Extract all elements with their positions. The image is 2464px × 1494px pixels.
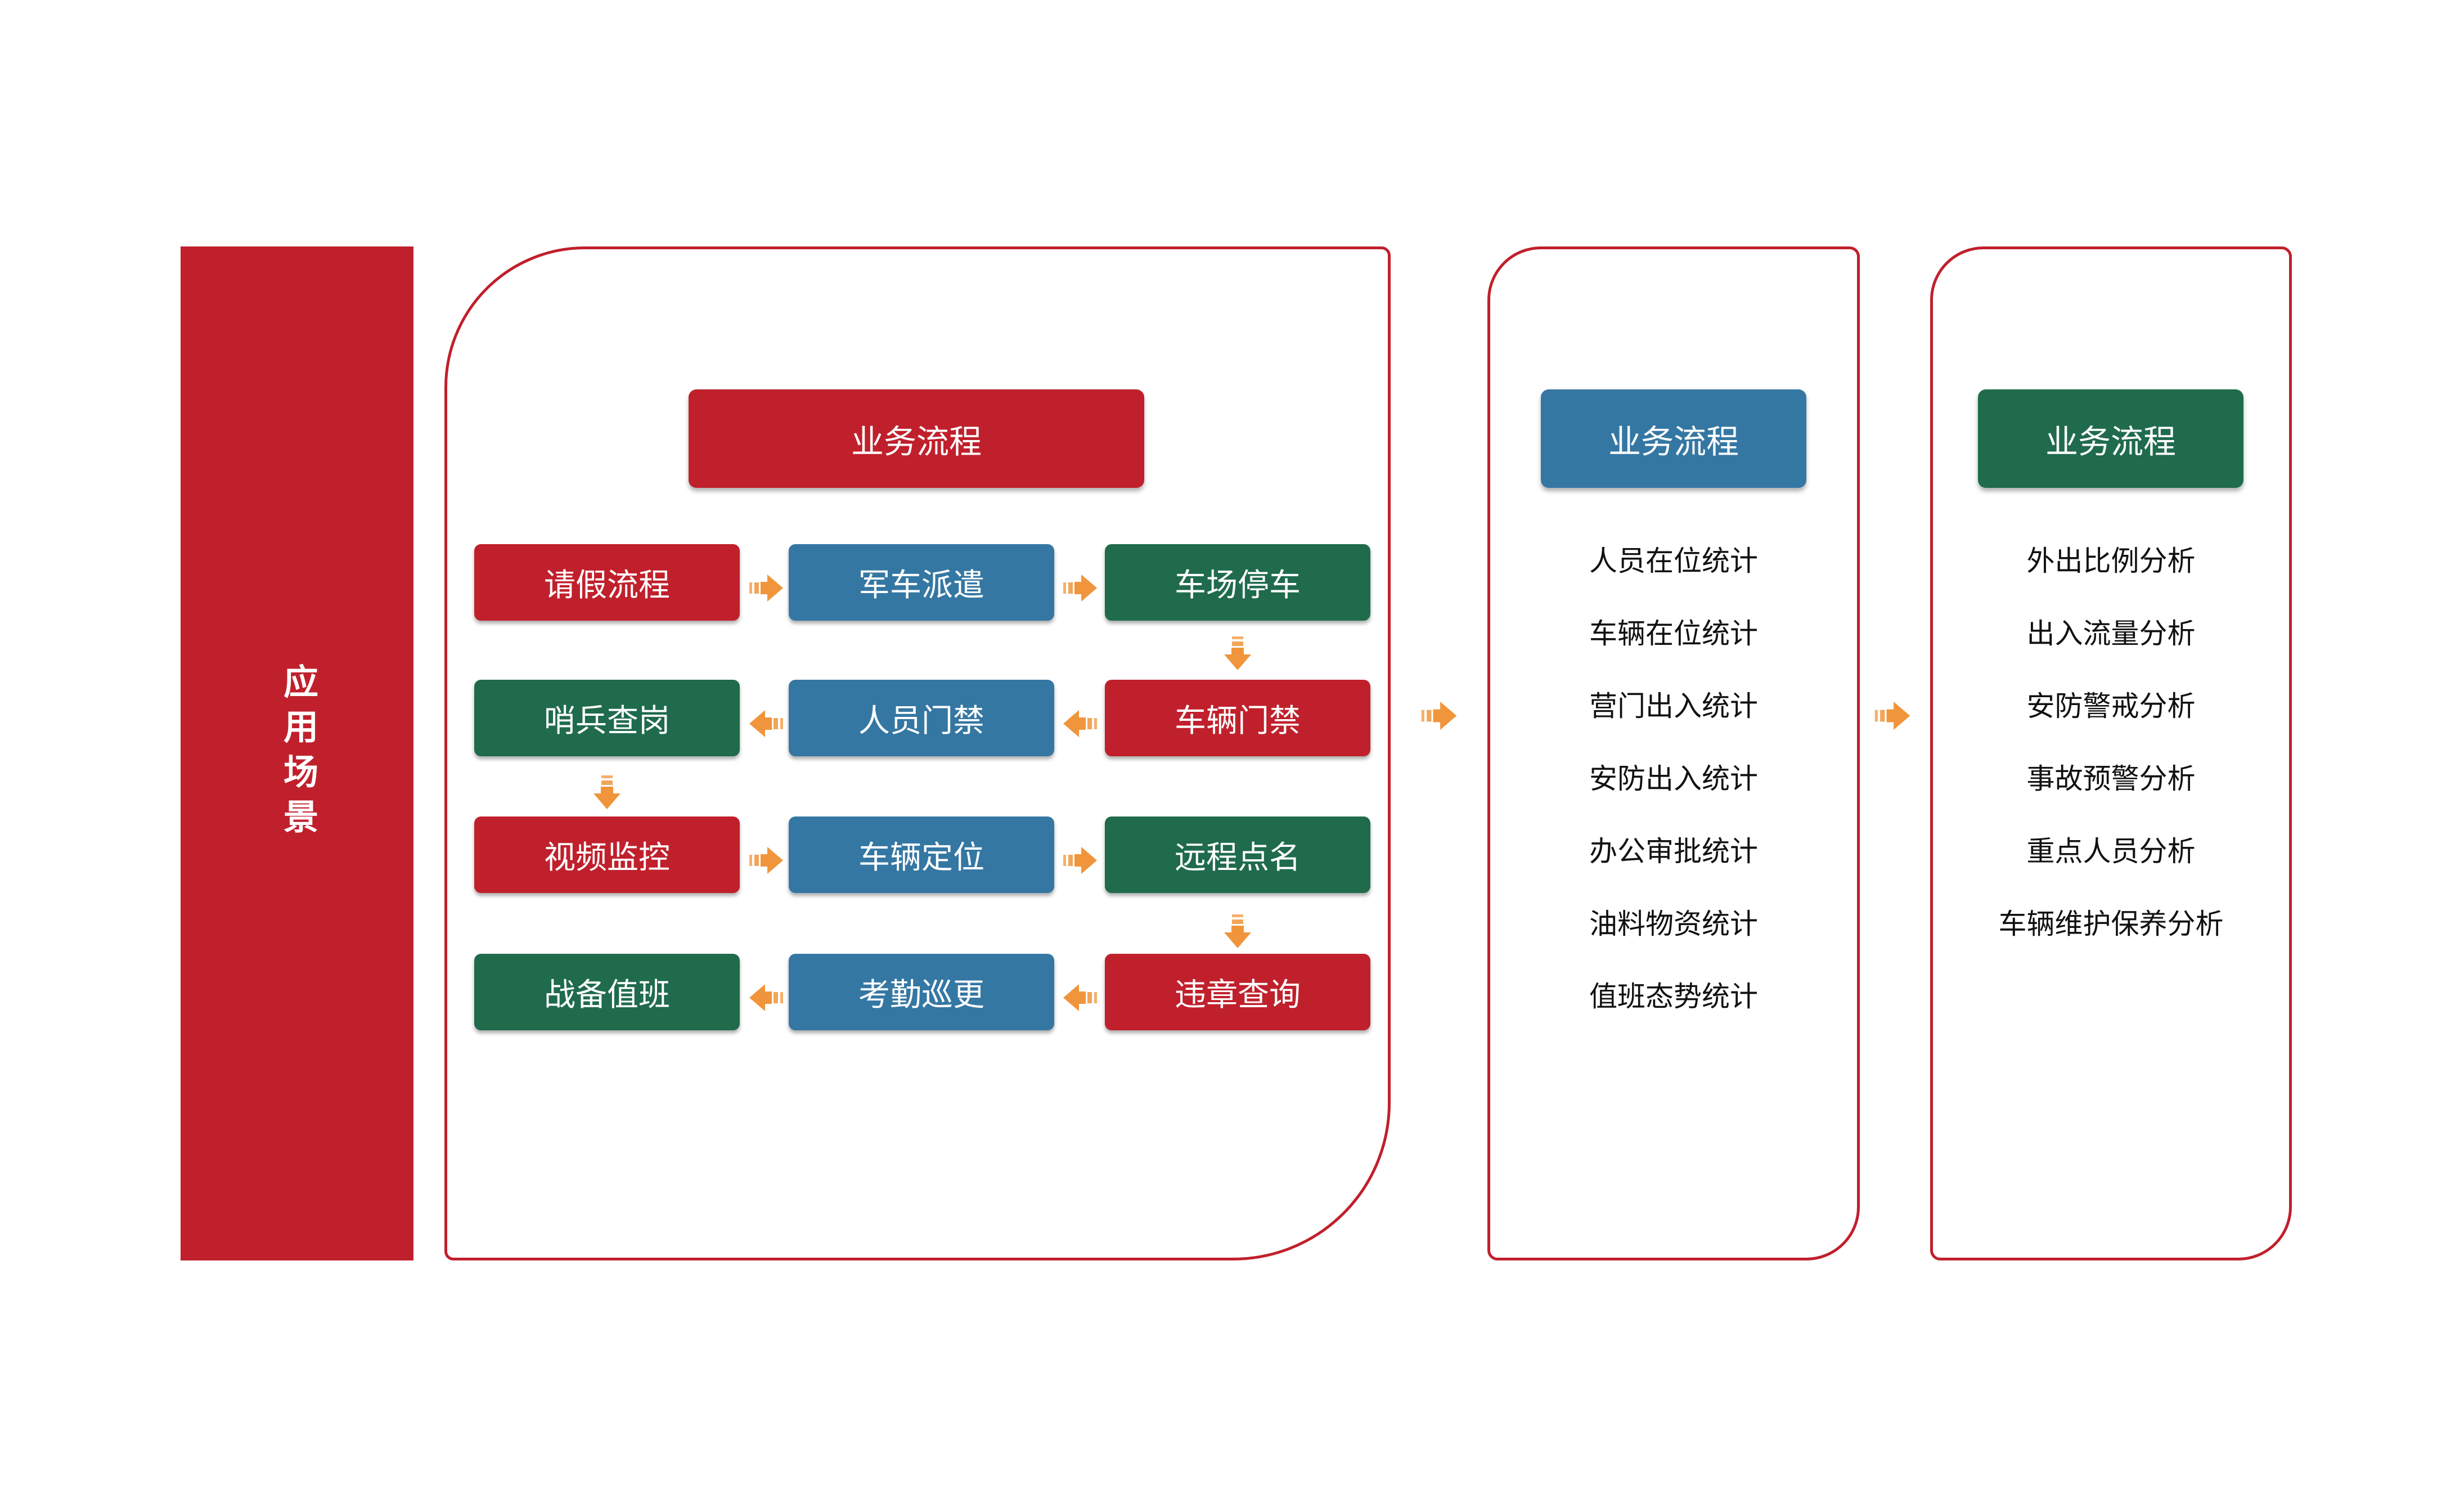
list-item: 办公审批统计 <box>1589 836 1758 867</box>
flow-box-label: 考勤巡更 <box>858 976 984 1012</box>
application-scenarios-title: 应用场景 <box>278 663 317 844</box>
flow-arrow-left-icon <box>1063 710 1097 737</box>
flow-box-label: 车辆门禁 <box>1175 702 1301 738</box>
list-item: 油料物资统计 <box>1589 908 1758 940</box>
panel-header: 业务流程 <box>1978 389 2243 488</box>
list-item: 值班态势统计 <box>1589 981 1758 1012</box>
flow-box-label: 人员门禁 <box>858 702 984 738</box>
list-item: 车辆在位统计 <box>1589 618 1758 649</box>
flow-box: 战备值班 <box>474 954 740 1030</box>
panel-header-label: 业务流程 <box>1608 423 1739 460</box>
flow-box-label: 军车派遣 <box>858 567 984 603</box>
flow-box-label: 车场停车 <box>1175 567 1301 603</box>
panel-header-label: 业务流程 <box>2045 423 2176 460</box>
flow-box: 请假流程 <box>474 544 740 621</box>
flow-box-label: 请假流程 <box>544 567 670 603</box>
flow-arrow-left-icon <box>749 710 783 737</box>
flow-arrow-down-icon <box>1224 636 1251 670</box>
flow-box: 车场停车 <box>1105 544 1370 621</box>
flow-box-label: 远程点名 <box>1175 839 1301 875</box>
flow-arrow-right-icon <box>749 847 783 874</box>
list-item: 外出比例分析 <box>2026 545 2196 577</box>
panel-header-label: 业务流程 <box>851 423 982 460</box>
statistics-list: 人员在位统计 车辆在位统计 营门出入统计 安防出入统计 办公审批统计 油料物资统… <box>1490 525 1857 1033</box>
flow-box: 考勤巡更 <box>789 954 1054 1030</box>
panel-header: 业务流程 <box>1541 389 1806 488</box>
flow-box-label: 战备值班 <box>544 976 670 1012</box>
panel-connector-arrow-icon <box>1874 702 1910 730</box>
analysis-panel: 业务流程 外出比例分析 出入流量分析 安防警戒分析 事故预警分析 重点人员分析 … <box>1930 246 2292 1260</box>
flow-box: 车辆门禁 <box>1105 680 1370 756</box>
flow-box: 视频监控 <box>474 816 740 893</box>
flow-box: 哨兵查岗 <box>474 680 740 756</box>
flow-box: 车辆定位 <box>789 816 1054 893</box>
flow-arrow-left-icon <box>749 984 783 1011</box>
list-item: 营门出入统计 <box>1589 690 1758 722</box>
flow-box-label: 违章查询 <box>1175 976 1301 1012</box>
flow-arrow-down-icon <box>593 775 621 809</box>
flow-box: 远程点名 <box>1105 816 1370 893</box>
panel-header: 业务流程 <box>689 389 1144 488</box>
flow-box: 人员门禁 <box>789 680 1054 756</box>
list-item: 安防出入统计 <box>1589 763 1758 795</box>
panel-connector-arrow-icon <box>1421 702 1457 730</box>
list-item: 安防警戒分析 <box>2026 690 2196 722</box>
list-item: 事故预警分析 <box>2026 763 2196 795</box>
list-item: 重点人员分析 <box>2026 836 2196 867</box>
flow-box-label: 哨兵查岗 <box>544 702 670 738</box>
flow-box: 违章查询 <box>1105 954 1370 1030</box>
flow-arrow-right-icon <box>1063 847 1097 874</box>
list-item: 出入流量分析 <box>2026 618 2196 649</box>
flow-arrow-right-icon <box>1063 575 1097 602</box>
business-process-panel: 业务流程 请假流程 军车派遣 车场停车 哨兵查岗 人员门禁 <box>444 246 1391 1260</box>
flow-arrow-right-icon <box>749 575 783 602</box>
flow-arrow-left-icon <box>1063 984 1097 1011</box>
analysis-list: 外出比例分析 出入流量分析 安防警戒分析 事故预警分析 重点人员分析 车辆维护保… <box>1933 525 2289 961</box>
flow-arrow-down-icon <box>1224 914 1251 948</box>
list-item: 人员在位统计 <box>1589 545 1758 577</box>
flow-box-label: 视频监控 <box>544 839 670 875</box>
statistics-panel: 业务流程 人员在位统计 车辆在位统计 营门出入统计 安防出入统计 办公审批统计 … <box>1487 246 1860 1260</box>
application-scenarios-banner: 应用场景 <box>181 246 413 1260</box>
flow-box-label: 车辆定位 <box>858 839 984 875</box>
list-item: 车辆维护保养分析 <box>1998 908 2224 940</box>
flow-box: 军车派遣 <box>789 544 1054 621</box>
